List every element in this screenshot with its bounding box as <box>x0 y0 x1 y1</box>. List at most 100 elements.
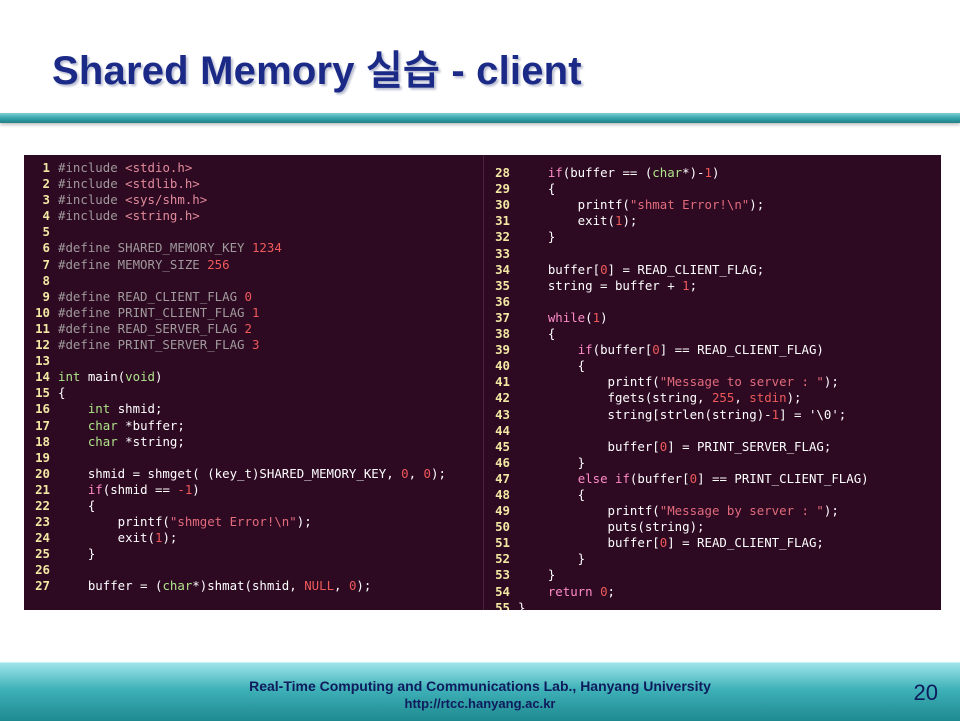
code-token: ] = READ_CLIENT_FLAG; <box>607 261 765 277</box>
code-panel-right: 28 if(buffer == (char*)-1)29 {30 printf(… <box>483 155 941 610</box>
line-number: 48 <box>495 486 510 502</box>
code-token: 1234 <box>251 240 282 256</box>
code-token: while <box>547 309 586 325</box>
code-token: char <box>162 578 193 594</box>
title-divider <box>0 113 960 123</box>
line-number: 51 <box>495 535 510 551</box>
line-number: 17 <box>35 417 50 433</box>
code-text: shmid = shmget( (key_t)SHARED_MEMORY_KEY… <box>58 466 446 481</box>
code-line: 42 fgets(string, 255, stdin); <box>484 390 941 406</box>
code-text: } <box>518 229 555 244</box>
code-line: 53 } <box>484 567 941 583</box>
code-line: 28 if(buffer == (char*)-1) <box>484 165 941 181</box>
code-line: 54 return 0; <box>484 584 941 600</box>
line-number: 50 <box>495 519 510 535</box>
code-token: , <box>334 578 349 594</box>
code-screenshot: 1 #include <stdio.h> 2 #include <stdlib.h> 3… <box>24 155 941 610</box>
code-token: "shmat Error!\n" <box>629 197 750 213</box>
code-text: fgets(string, 255, stdin); <box>518 390 802 405</box>
code-token: string = buffer + <box>518 277 683 293</box>
code-text: while(1) <box>518 310 608 325</box>
code-line: 52 } <box>484 551 941 567</box>
code-token <box>58 434 88 449</box>
code-text: { <box>518 358 585 373</box>
code-line: 17 char *buffer; <box>24 418 483 434</box>
line-number: 5 <box>42 224 50 240</box>
code-line: 46 } <box>484 455 941 471</box>
code-text: #define PRINT_CLIENT_FLAG 1 <box>58 305 259 320</box>
code-text: buffer[0] = READ_CLIENT_FLAG; <box>518 262 764 277</box>
code-token: 0 <box>244 288 252 304</box>
line-number: 54 <box>495 583 510 599</box>
code-text: printf("Message by server : "); <box>518 503 839 518</box>
code-token: "Message by server : " <box>659 503 824 519</box>
line-number: 11 <box>35 320 50 336</box>
code-token: ] = READ_CLIENT_FLAG; <box>667 535 824 551</box>
code-text: char *buffer; <box>58 418 185 433</box>
code-line: 18 char *string; <box>24 434 483 450</box>
code-token: 255 <box>711 390 735 406</box>
code-text: buffer[0] = PRINT_SERVER_FLAG; <box>518 438 832 454</box>
code-token: 0 <box>600 583 608 599</box>
code-text: { <box>58 498 95 513</box>
code-line: 55} <box>484 600 941 610</box>
code-token <box>58 401 88 416</box>
code-token: 1 <box>771 406 780 422</box>
code-text: printf("Message to server : "); <box>518 374 839 389</box>
code-token: else if <box>577 470 630 486</box>
code-line: 12#define PRINT_SERVER_FLAG 3 <box>24 337 483 353</box>
line-number: 19 <box>35 449 50 465</box>
footer-lab-name: Real-Time Computing and Communications L… <box>249 678 711 694</box>
code-token: exit( <box>518 213 615 229</box>
line-number: 42 <box>495 390 510 406</box>
code-lines-left: 1#include <stdio.h>2#include <stdlib.h>3… <box>24 160 483 595</box>
line-number: 21 <box>35 481 50 497</box>
code-token: { <box>518 486 586 502</box>
code-text: } <box>518 600 525 610</box>
code-token: } <box>518 551 586 567</box>
line-number: 9 <box>42 288 50 304</box>
code-token <box>518 584 548 599</box>
code-text: puts(string); <box>518 519 705 534</box>
code-token: "Message to server : " <box>659 374 824 390</box>
code-token: *)shmat(shmid, <box>192 578 305 594</box>
line-number: 34 <box>495 261 510 277</box>
line-number: 16 <box>35 401 50 417</box>
line-number: 36 <box>495 293 510 309</box>
line-number: 26 <box>35 562 50 578</box>
code-token: (buffer[ <box>629 470 690 486</box>
code-text: } <box>58 546 95 561</box>
line-number: 18 <box>35 433 50 449</box>
code-token: <stdlib.h> <box>125 176 200 192</box>
line-number: 8 <box>42 272 50 288</box>
code-token: <string.h> <box>125 208 200 224</box>
line-number: 47 <box>495 470 510 486</box>
code-token <box>518 471 578 486</box>
line-number: 13 <box>35 353 50 369</box>
code-text: buffer = (char*)shmat(shmid, NULL, 0); <box>58 578 372 594</box>
code-line: 34 buffer[0] = READ_CLIENT_FLAG; <box>484 262 941 278</box>
line-number: 45 <box>495 438 510 454</box>
slide-header: Shared Memory 실습 - client <box>0 0 960 123</box>
code-token: ] = PRINT_SERVER_FLAG; <box>667 438 832 454</box>
code-token: puts(string); <box>518 519 705 535</box>
code-token: 0 <box>659 438 668 454</box>
code-text: return 0; <box>518 584 615 599</box>
code-token: ); <box>622 213 638 229</box>
code-token <box>593 584 600 599</box>
code-line: 36 <box>484 294 941 310</box>
code-token: ); <box>823 374 839 390</box>
line-number: 2 <box>42 176 50 192</box>
code-token: 1 <box>614 213 623 229</box>
line-number: 46 <box>495 454 510 470</box>
code-token <box>518 342 578 357</box>
code-text: #include <stdlib.h> <box>58 176 200 191</box>
line-number: 27 <box>35 578 50 594</box>
code-text: #include <stdio.h> <box>58 160 192 175</box>
code-token: fgets(string, <box>518 390 712 406</box>
code-token: (shmid == <box>102 481 178 497</box>
code-text: exit(1); <box>58 530 178 545</box>
code-token: , <box>408 465 424 481</box>
code-text: printf("shmat Error!\n"); <box>518 197 765 213</box>
code-token: 1 <box>592 309 601 325</box>
